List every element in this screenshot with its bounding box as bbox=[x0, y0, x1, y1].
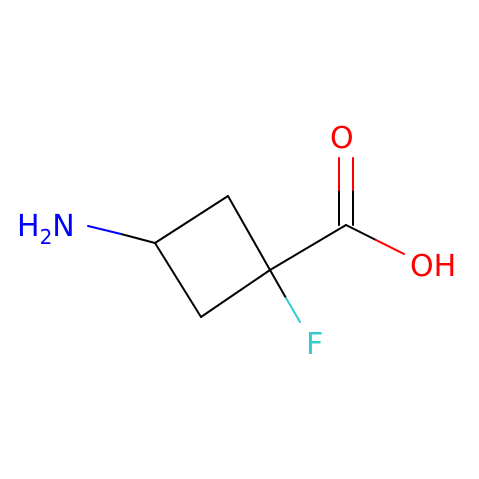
ring-bonds bbox=[154, 195, 271, 318]
fluorine-label: F bbox=[306, 327, 323, 362]
bond-cf-teal bbox=[285, 297, 301, 323]
bond-c3-n bbox=[87, 225, 156, 244]
amine-n: N bbox=[52, 209, 74, 244]
bond-c-oh bbox=[345, 224, 405, 255]
bond-c3-c2 bbox=[154, 195, 229, 244]
carbonyl-oxygen-label: O bbox=[330, 121, 354, 156]
bond-c-o-double bbox=[338, 157, 354, 226]
bond-coh-red bbox=[375, 239, 405, 255]
bond-c4-c3 bbox=[154, 242, 202, 318]
amine-h: H bbox=[17, 209, 40, 244]
bond-c2-c1 bbox=[227, 195, 271, 271]
bond-coh-black bbox=[345, 224, 377, 241]
bond-c1-c4 bbox=[200, 269, 271, 318]
bond-c1-ccooh bbox=[269, 224, 347, 271]
amine-subscript: 2 bbox=[40, 225, 53, 249]
bond-cf-black bbox=[269, 269, 287, 299]
amine-label: H2N bbox=[17, 209, 75, 249]
bond-c3-n-black bbox=[120, 233, 156, 244]
hydroxyl-label: OH bbox=[410, 249, 456, 284]
bond-c1-f bbox=[269, 269, 301, 323]
bond-c3-n-blue bbox=[87, 225, 122, 235]
